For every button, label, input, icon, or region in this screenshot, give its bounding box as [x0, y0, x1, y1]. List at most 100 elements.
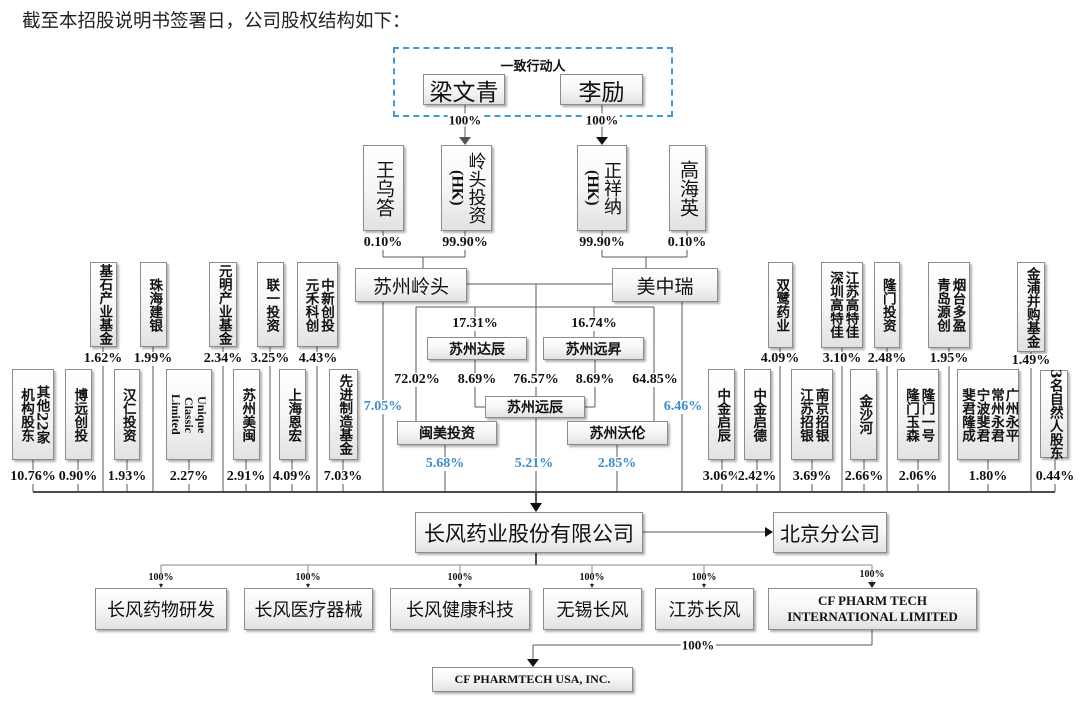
arrowhead-icon — [459, 137, 471, 145]
shareholder-box: 上海恩宏 — [279, 369, 306, 460]
company-box: 长风药业股份有限公司 — [415, 512, 643, 553]
company-stake-pct: 6.46% — [662, 399, 704, 414]
shareholding-pct: 4.09% — [271, 469, 313, 484]
shareholder-name: 隆门投资 — [879, 278, 896, 332]
shareholding-pct: 1.62% — [82, 351, 124, 366]
company-stake-pct: 5.68% — [424, 456, 466, 471]
shareholding-pct: 2.48% — [866, 351, 908, 366]
controller-box-liang-wenqing: 梁文青 — [423, 74, 505, 106]
shareholding-pct: 2.06% — [897, 469, 939, 484]
arrowhead-icon — [590, 584, 594, 588]
holding-pct: 99.90% — [441, 235, 489, 250]
shareholder-name: 基石产业基金 — [96, 264, 113, 345]
shareholding-pct: 3.06% — [701, 469, 743, 484]
holder-box-gao-haiying: 高海英 — [669, 145, 706, 231]
entity-box-suzhou-yuanchen: 苏州远辰 — [485, 396, 585, 418]
subsidiary-name-line: CF PHARM TECH — [817, 593, 928, 608]
entity-box-minmei-investment: 闽美投资 — [397, 421, 497, 445]
holder-name: 岭头投资 — [465, 152, 487, 224]
shareholder-box: 金沙河 — [850, 369, 877, 460]
shareholding-pct: 1.80% — [967, 469, 1009, 484]
shareholding-pct: 0.44% — [1034, 469, 1076, 484]
overseas-stake-pct: 100% — [680, 637, 716, 653]
shareholder-box: 博远创投 — [65, 369, 92, 460]
overseas-subsidiary-box: CF PHARMTECH USA, INC. — [432, 667, 633, 692]
shareholding-pct: 7.03% — [322, 469, 364, 484]
shareholding-pct: 1.93% — [106, 469, 148, 484]
shareholder-name: 中新创投 — [318, 277, 334, 332]
shareholder-name: 深圳高特佳 — [827, 271, 843, 339]
subsidiary-stake-pct: 100% — [446, 572, 474, 583]
subsidiary-name: 长风健康科技 — [406, 600, 514, 621]
shareholder-name: 其他22家 — [33, 384, 50, 445]
subsidiary-stake-pct: 100% — [578, 572, 606, 583]
entity-name: 闽美投资 — [419, 426, 475, 442]
shareholder-box: 中新创投元禾科创 — [297, 262, 338, 347]
shareholder-name: Unique — [195, 395, 209, 434]
shareholder-name: 中金启辰 — [714, 387, 731, 442]
shareholder-box: 联一投资 — [257, 262, 284, 347]
holder-name-suffix: (HK) — [448, 170, 466, 206]
subsidiary-name: 无锡长风 — [556, 600, 629, 621]
concert-party-label: 一致行动人 — [500, 59, 566, 75]
shareholding-pct: 4.43% — [297, 351, 339, 366]
shareholding-pct: 4.09% — [759, 351, 801, 366]
shareholder-name: 博远创投 — [71, 387, 88, 442]
shareholder-box: 3名自然人股东 — [1040, 369, 1068, 459]
holding-pct: 76.57% — [512, 372, 560, 387]
subsidiary-stake-pct: 100% — [690, 572, 718, 583]
holder-name: 高海英 — [677, 159, 699, 217]
arrowhead-icon — [527, 659, 539, 667]
shareholding-pct: 3.69% — [791, 469, 833, 484]
shareholder-box: 江苏高特佳深圳高特佳 — [821, 262, 863, 348]
controller-box-li-li: 李励 — [560, 74, 643, 106]
subsidiary-name: 长风药物研发 — [107, 600, 215, 621]
shareholding-pct: 2.91% — [225, 469, 267, 484]
shareholder-name: 先进制造基金 — [336, 374, 353, 455]
shareholder-name: 元明产业基金 — [215, 264, 232, 345]
subsidiary-box: 长风健康科技 — [390, 588, 530, 630]
shareholding-pct: 2.42% — [736, 469, 778, 484]
shareholder-box: 先进制造基金 — [329, 369, 358, 460]
shareholder-box: 金浦并购基金 — [1017, 262, 1045, 352]
shareholder-name: 苏州美闽 — [239, 387, 256, 442]
subsidiary-box: 无锡长风 — [543, 588, 642, 630]
entity-box-suzhou-dachen: 苏州达辰 — [427, 337, 527, 360]
holder-box-lingtou-hk: 岭头投资(HK) — [441, 145, 492, 231]
entity-name: 苏州远辰 — [507, 400, 563, 416]
entity-box-suzhou-wolun: 苏州沃伦 — [567, 421, 668, 445]
subsidiary-box: 长风药物研发 — [95, 588, 227, 630]
platform-box-meizhongrui: 美中瑞 — [612, 268, 718, 302]
shareholder-name: 隆门玉森 — [903, 387, 919, 442]
subsidiary-stake-pct: 100% — [147, 572, 175, 583]
shareholder-name: 元禾科创 — [302, 277, 319, 332]
shareholder-box: 基石产业基金 — [90, 262, 117, 347]
entity-name: 苏州远昇 — [565, 341, 622, 358]
shareholder-box: 中金启辰 — [708, 369, 735, 460]
shareholder-name: 双鹭药业 — [773, 278, 790, 332]
shareholder-name: 江苏高特佳 — [842, 271, 859, 339]
shareholder-name: 斐君隆成 — [959, 387, 975, 442]
entity-name: 苏州达辰 — [449, 341, 505, 358]
shareholder-name: 隆门一号 — [918, 387, 935, 442]
shareholder-name: 珠海建银 — [146, 277, 163, 332]
arrowhead-icon — [596, 137, 608, 145]
platform-name: 苏州岭头 — [372, 275, 449, 298]
shareholding-pct: 1.49% — [1010, 353, 1052, 368]
arrowhead-icon — [458, 584, 462, 588]
arrowhead-icon — [765, 527, 773, 537]
shareholding-pct: 3.10% — [821, 351, 863, 366]
shareholding-pct: 0.90% — [57, 469, 99, 484]
shareholder-name: Classic — [182, 396, 196, 433]
subsidiary-stake-pct: 100% — [294, 572, 322, 583]
holding-pct: 0.10% — [666, 235, 708, 250]
shareholder-name: 常州永君 — [988, 387, 1004, 442]
holder-box-zhengxiangna-hk: 正祥纳(HK) — [577, 145, 627, 231]
shareholder-box: 苏州美闽 — [233, 369, 260, 460]
controller-name: 梁文青 — [429, 79, 499, 106]
shareholding-pct: 1.95% — [928, 351, 970, 366]
shareholding-pct: 3.25% — [249, 351, 291, 366]
shareholder-name: 金沙河 — [856, 394, 873, 435]
